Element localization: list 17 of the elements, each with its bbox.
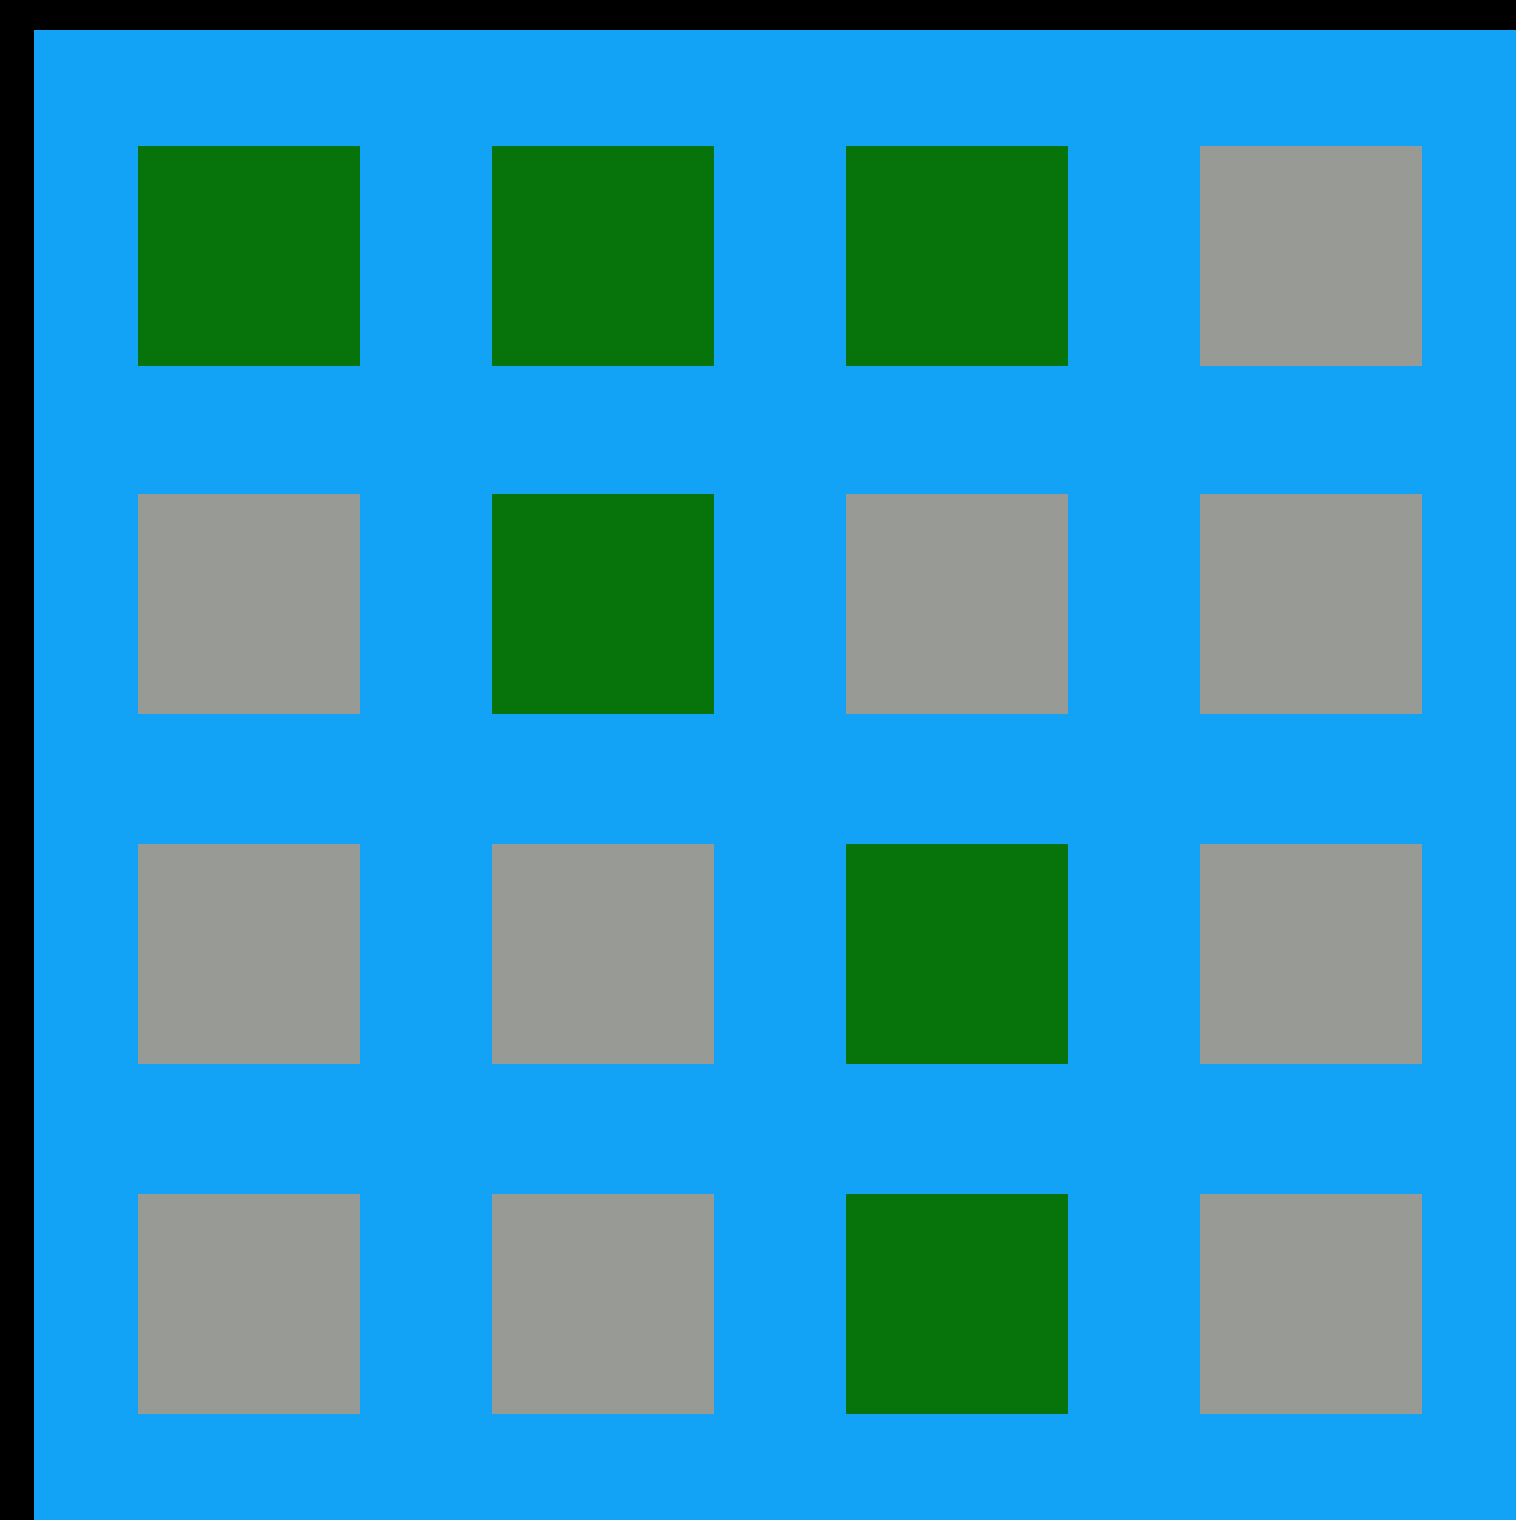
square-tile: [1200, 1194, 1422, 1414]
square-tile: [846, 494, 1068, 714]
square-tile: [1200, 844, 1422, 1064]
square-tile: [846, 146, 1068, 366]
square-tile: [1200, 146, 1422, 366]
square-tile: [138, 146, 360, 366]
square-tile: [138, 844, 360, 1064]
square-tile: [138, 1194, 360, 1414]
square-tile: [138, 494, 360, 714]
square-tile: [492, 494, 714, 714]
square-tile: [492, 1194, 714, 1414]
grid-panel: [34, 30, 1516, 1520]
square-tile: [846, 844, 1068, 1064]
square-tile: [1200, 494, 1422, 714]
square-tile: [492, 146, 714, 366]
square-tile: [492, 844, 714, 1064]
square-tile: [846, 1194, 1068, 1414]
